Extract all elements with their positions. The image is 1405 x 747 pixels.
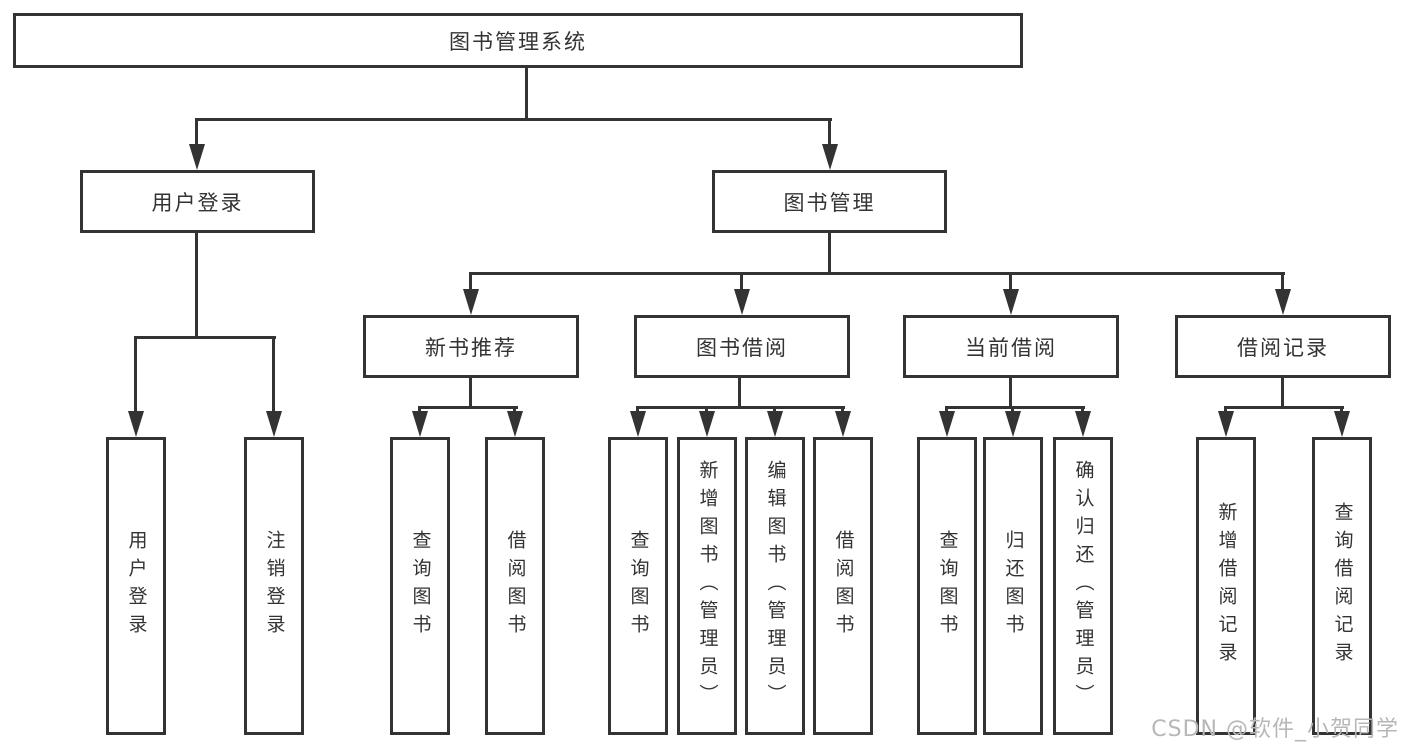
connector-line [945, 406, 948, 415]
leaf-user-login: 用户登录 [106, 437, 166, 735]
connector-line [1340, 406, 1343, 415]
connector-line [195, 118, 198, 148]
node-book-borrowing: 图书借阅 [634, 315, 850, 378]
arrow-down-icon [822, 144, 838, 170]
connector-line [196, 118, 832, 121]
connector-line [1009, 378, 1012, 409]
leaf-borrow-books: 借阅图书 [813, 437, 873, 735]
arrow-down-icon [939, 411, 955, 437]
node-current-borrowing: 当前借阅 [903, 315, 1119, 378]
connector-line [272, 336, 275, 414]
connector-line [1081, 406, 1084, 415]
leaf-add-borrow-record: 新增借阅记录 [1196, 437, 1256, 735]
connector-line [945, 406, 1085, 409]
connector-line [1281, 378, 1284, 409]
connector-line [828, 118, 831, 148]
connector-line [469, 378, 472, 409]
leaf-query-books-current: 查询图书 [917, 437, 977, 735]
leaf-borrow-books-recommend: 借阅图书 [485, 437, 545, 735]
connector-line [195, 233, 198, 339]
connector-line [828, 233, 831, 275]
leaf-logout: 注销登录 [244, 437, 304, 735]
connector-line [469, 272, 1285, 275]
arrow-down-icon [1003, 289, 1019, 315]
leaf-query-borrow-record: 查询借阅记录 [1312, 437, 1372, 735]
arrow-down-icon [1075, 411, 1091, 437]
node-borrowing-records: 借阅记录 [1175, 315, 1391, 378]
arrow-down-icon [835, 411, 851, 437]
leaf-edit-book-admin: 编辑图书（管理员） [745, 437, 805, 735]
arrow-down-icon [128, 411, 144, 437]
connector-line [525, 68, 528, 119]
connector-line [636, 406, 845, 409]
arrow-down-icon [463, 289, 479, 315]
connector-line [1224, 406, 1227, 415]
watermark: CSDN @软件_小贺同学 [1151, 717, 1399, 742]
arrow-down-icon [734, 289, 750, 315]
arrow-down-icon [189, 144, 205, 170]
leaf-confirm-return-admin: 确认归还（管理员） [1053, 437, 1113, 735]
connector-line [1224, 406, 1344, 409]
arrow-down-icon [507, 411, 523, 437]
node-library-management-system: 图书管理系统 [13, 13, 1023, 68]
node-user-login: 用户登录 [80, 170, 315, 233]
leaf-query-books-borrowing: 查询图书 [608, 437, 668, 735]
leaf-return-books: 归还图书 [983, 437, 1043, 735]
node-new-book-recommendation: 新书推荐 [363, 315, 579, 378]
connector-line [740, 272, 743, 292]
arrow-down-icon [1275, 289, 1291, 315]
connector-line [773, 406, 776, 415]
connector-line [134, 336, 137, 414]
arrow-down-icon [1334, 411, 1350, 437]
arrow-down-icon [767, 411, 783, 437]
arrow-down-icon [266, 411, 282, 437]
connector-line [1011, 406, 1014, 415]
connector-line [469, 272, 472, 292]
connector-line [418, 406, 421, 415]
connector-line [418, 406, 518, 409]
connector-line [1009, 272, 1012, 292]
arrow-down-icon [699, 411, 715, 437]
arrow-down-icon [1005, 411, 1021, 437]
connector-line [134, 336, 276, 339]
arrow-down-icon [412, 411, 428, 437]
node-book-management: 图书管理 [712, 170, 947, 233]
connector-line [705, 406, 708, 415]
arrow-down-icon [630, 411, 646, 437]
connector-line [636, 406, 639, 415]
connector-line [841, 406, 844, 415]
connector-line [738, 378, 741, 409]
leaf-add-book-admin: 新增图书（管理员） [677, 437, 737, 735]
leaf-query-books-recommend: 查询图书 [390, 437, 450, 735]
arrow-down-icon [1218, 411, 1234, 437]
connector-line [513, 406, 516, 415]
connector-line [1281, 272, 1284, 292]
